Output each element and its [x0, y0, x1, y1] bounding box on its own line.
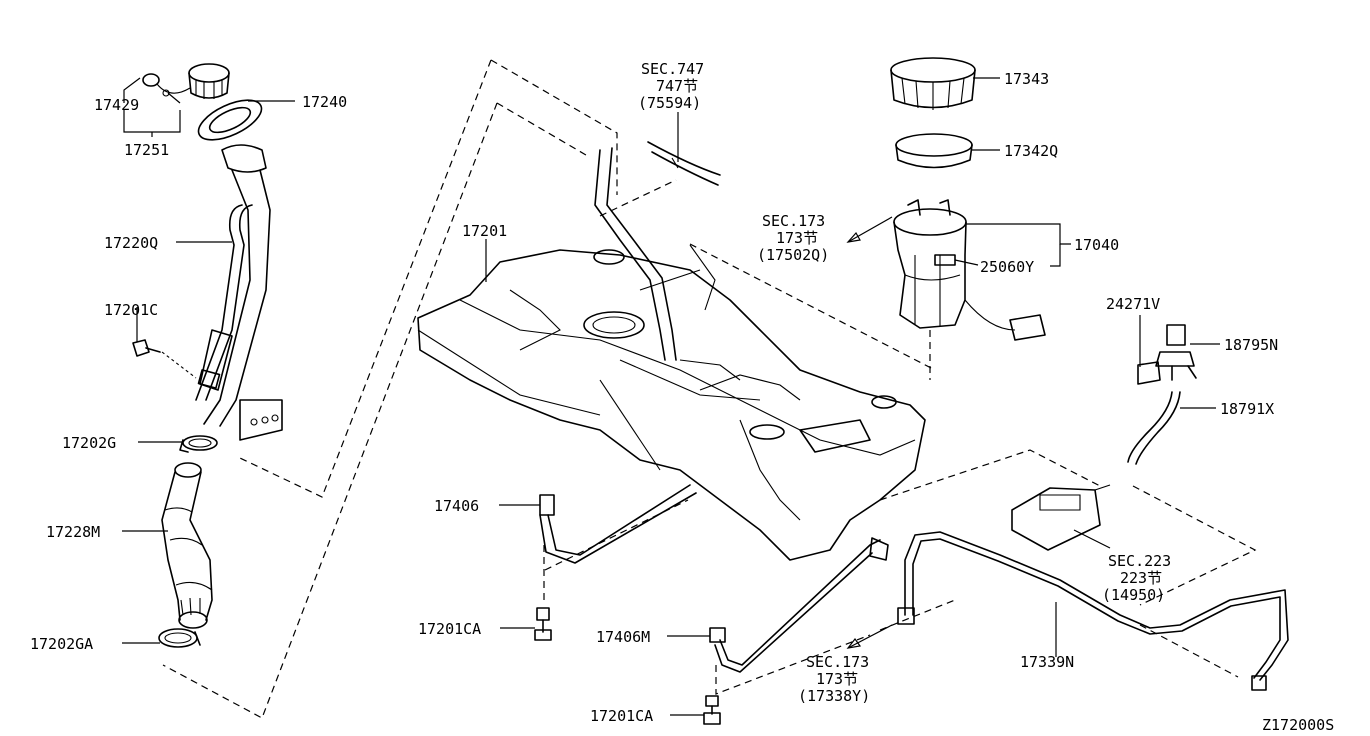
sec173a-line2: 173节 [776, 229, 818, 247]
sec747-line2: 747节 [656, 77, 698, 95]
label-17429: 17429 [94, 96, 139, 114]
label-17251: 17251 [124, 141, 169, 159]
bolt-17201ca-a-illustration [534, 607, 552, 641]
label-17202g: 17202G [62, 434, 116, 452]
label-17406m: 17406M [596, 628, 650, 646]
label-24271v: 24271V [1106, 295, 1160, 313]
section-ref-747: SEC.747 747节 (75594) [638, 60, 704, 112]
label-17228m: 17228M [46, 523, 100, 541]
tube-17339n-illustration [897, 531, 1289, 691]
hose-18791x-illustration [1127, 391, 1181, 465]
strap-17406m-illustration [709, 537, 889, 673]
filler-cap-illustration [142, 63, 230, 99]
sec223-line1: SEC.223 [1108, 552, 1171, 570]
sec173b-line1: SEC.173 [806, 653, 869, 671]
bolt-17201ca-b-illustration [703, 695, 721, 725]
sender-25060y-illustration [934, 254, 956, 266]
fuel-tank-illustration [417, 147, 926, 561]
label-25060y: 25060Y [980, 258, 1034, 276]
lock-ring-17343-illustration [890, 57, 976, 110]
sec173b-line3: (17338Y) [798, 687, 870, 705]
clamp-17202ga-illustration [158, 628, 201, 648]
label-17201ca-b: 17201CA [590, 707, 653, 725]
label-17343: 17343 [1004, 70, 1049, 88]
clamp-17202g-illustration [179, 435, 218, 453]
filler-tube-illustration [195, 144, 283, 441]
leader-lines [122, 77, 1220, 716]
sec173a-line1: SEC.173 [762, 212, 825, 230]
label-17202ga: 17202GA [30, 635, 93, 653]
label-17040: 17040 [1074, 236, 1119, 254]
bolt-17201c-illustration [132, 339, 197, 379]
pump-17040-illustration [893, 199, 1046, 341]
label-17240: 17240 [302, 93, 347, 111]
strap-17406-illustration [539, 484, 697, 564]
seal-17342q-illustration [895, 133, 973, 169]
hose-17228m-illustration [161, 462, 213, 629]
sec173b-line2: 173节 [816, 670, 858, 688]
label-17201ca-a: 17201CA [418, 620, 481, 638]
hose-sec747-illustration [647, 141, 721, 186]
label-18795n: 18795N [1224, 336, 1278, 354]
label-17220q: 17220Q [104, 234, 158, 252]
part-labels: 17429 17251 17240 17220Q 17201C 17202G 1… [30, 70, 1278, 725]
filler-gasket-illustration [197, 99, 263, 141]
section-ref-173a: SEC.173 173节 (17502Q) [757, 212, 829, 264]
label-17342q: 17342Q [1004, 142, 1058, 160]
sec173a-line3: (17502Q) [757, 246, 829, 264]
connector-24271v-illustration [1137, 361, 1161, 385]
sec223-line3: (14950) [1102, 586, 1165, 604]
valve-18795n-illustration [1155, 324, 1197, 381]
label-18791x: 18791X [1220, 400, 1274, 418]
label-17201c: 17201C [104, 301, 158, 319]
sec747-line1: SEC.747 [641, 60, 704, 78]
section-ref-173b: SEC.173 173节 (17338Y) [798, 653, 870, 705]
diagram-code: Z172000S [1262, 716, 1334, 734]
section-ref-223: SEC.223 223节 (14950) [1102, 552, 1171, 604]
canister-sec223-illustration [1011, 484, 1111, 551]
sec223-line2: 223节 [1120, 569, 1162, 587]
dashed-boundaries [162, 59, 1257, 719]
sec747-line3: (75594) [638, 94, 701, 112]
label-17201: 17201 [462, 222, 507, 240]
label-17339n: 17339N [1020, 653, 1074, 671]
label-17406: 17406 [434, 497, 479, 515]
